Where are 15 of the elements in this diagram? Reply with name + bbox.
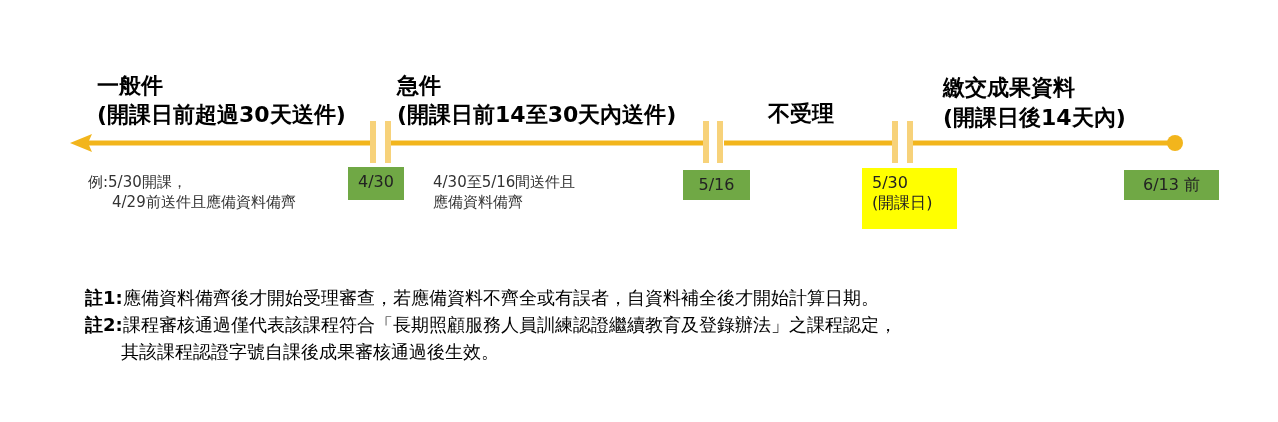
example-note: 4/30至5/16間送件且應備資料備齊 — [433, 172, 577, 212]
example-note: 例:5/30開課，4/29前送件且應備資料備齊 — [88, 172, 296, 212]
heading-subtitle: (開課日前超過30天送件) — [97, 101, 346, 129]
date-box: 6/13 前 — [1124, 170, 1219, 200]
heading: 繳交成果資料 — [943, 74, 1075, 102]
heading: 不受理 — [768, 100, 834, 128]
heading: 急件 — [397, 72, 441, 100]
date-box: 5/16 — [683, 170, 750, 200]
footnote: 註1:應備資料備齊後才開始受理審查，若應備資料不齊全或有誤者，自資料補全後才開始計算日期。 — [85, 286, 880, 310]
heading-subtitle: (開課日後14天內) — [943, 104, 1126, 132]
heading-subtitle: (開課日前14至30天內送件) — [397, 101, 677, 129]
highlighted-date-box: 5/30 (開課日) — [862, 168, 957, 229]
heading: 一般件 — [97, 72, 163, 100]
footnote: 註2:課程審核通過僅代表該課程符合「長期照顧服務人員訓練認證繼續教育及登錄辦法」之課程認定，其該課程認證字號自課後成果審核通過後生效。 — [85, 313, 898, 364]
date-box: 4/30 — [348, 167, 404, 200]
